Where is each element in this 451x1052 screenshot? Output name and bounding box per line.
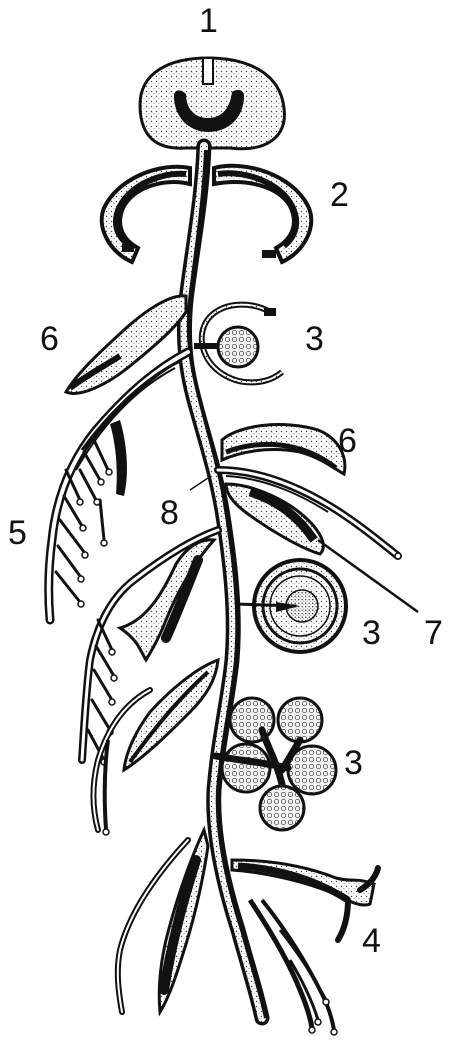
leader-line-8 [190, 478, 208, 490]
label-5: 5 [8, 516, 27, 550]
nectophore-left [102, 167, 190, 262]
label-2: 2 [330, 178, 349, 212]
gonophore-upper [194, 305, 282, 383]
bract-lower-left [124, 660, 218, 770]
label-6-upper: 6 [40, 322, 59, 356]
zooid-right-4 [232, 860, 378, 940]
label-1: 1 [199, 4, 218, 38]
label-6-right: 6 [338, 424, 357, 458]
label-3-upper: 3 [305, 322, 324, 356]
pneumatophore-float [140, 58, 284, 149]
bract-upper-left [66, 296, 186, 394]
label-7: 7 [424, 616, 443, 650]
bract-bottom-left [159, 830, 208, 1012]
nectophore-right [214, 166, 311, 262]
label-3-middle: 3 [362, 616, 381, 650]
gonophore-cluster-lower [216, 698, 336, 830]
gonophore-middle [236, 560, 346, 652]
label-4: 4 [362, 924, 381, 958]
bract-right [222, 425, 345, 474]
label-3-lower: 3 [344, 746, 363, 780]
label-8: 8 [160, 496, 179, 530]
